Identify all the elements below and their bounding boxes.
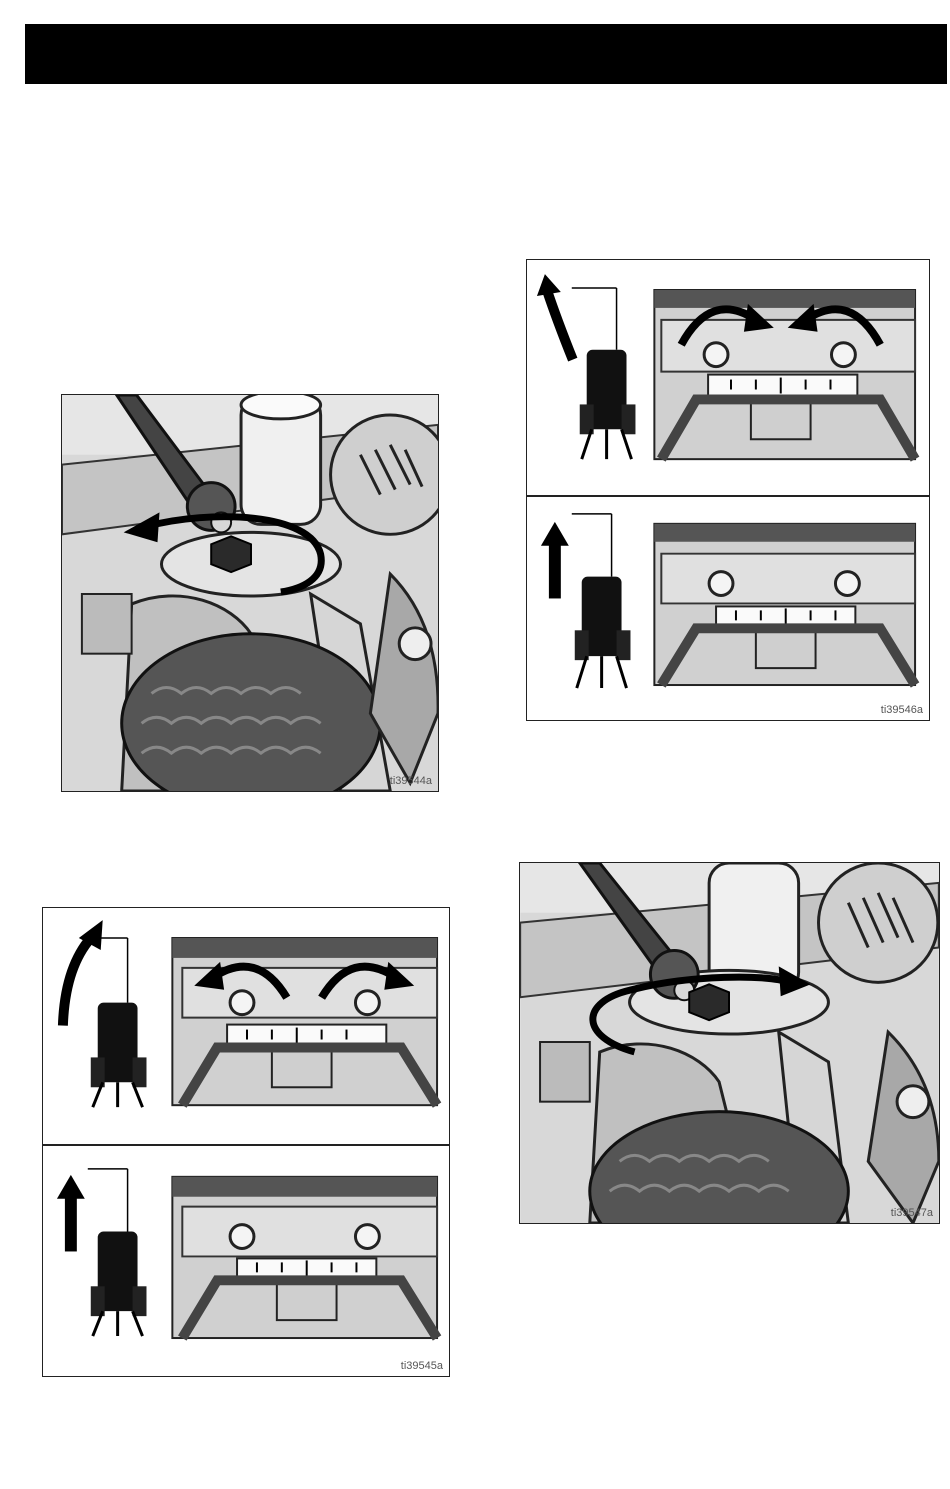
figure-divider bbox=[527, 495, 929, 497]
sprayer-side-icon bbox=[88, 1169, 147, 1336]
figure-label: ti39546a bbox=[881, 704, 923, 716]
figure-wrench-loosen: ti39544a bbox=[61, 394, 439, 792]
straight-up-arrow-icon bbox=[57, 1175, 85, 1252]
curved-up-arrow-icon bbox=[63, 920, 103, 1025]
curved-up-arrow-icon bbox=[537, 274, 573, 360]
figure-label: ti39545a bbox=[401, 1360, 443, 1372]
figure-label: ti39547a bbox=[891, 1207, 933, 1219]
figure-alignment-outward: ti39545a bbox=[42, 907, 450, 1377]
figure-label: ti39544a bbox=[390, 775, 432, 787]
figure-divider bbox=[43, 1144, 449, 1146]
sprayer-side-icon bbox=[572, 288, 636, 459]
alignment-inward-illustration bbox=[527, 260, 929, 720]
wrench-tighten-illustration bbox=[520, 863, 939, 1223]
wrench-loosen-illustration bbox=[62, 395, 438, 791]
straight-up-arrow-icon bbox=[541, 522, 569, 599]
figure-alignment-inward: ti39546a bbox=[526, 259, 930, 721]
section-header-bar bbox=[25, 24, 947, 84]
sprayer-side-icon bbox=[572, 514, 631, 688]
sprayer-side-icon bbox=[88, 938, 147, 1107]
alignment-outward-illustration bbox=[43, 908, 449, 1376]
figure-wrench-tighten: ti39547a bbox=[519, 862, 940, 1224]
